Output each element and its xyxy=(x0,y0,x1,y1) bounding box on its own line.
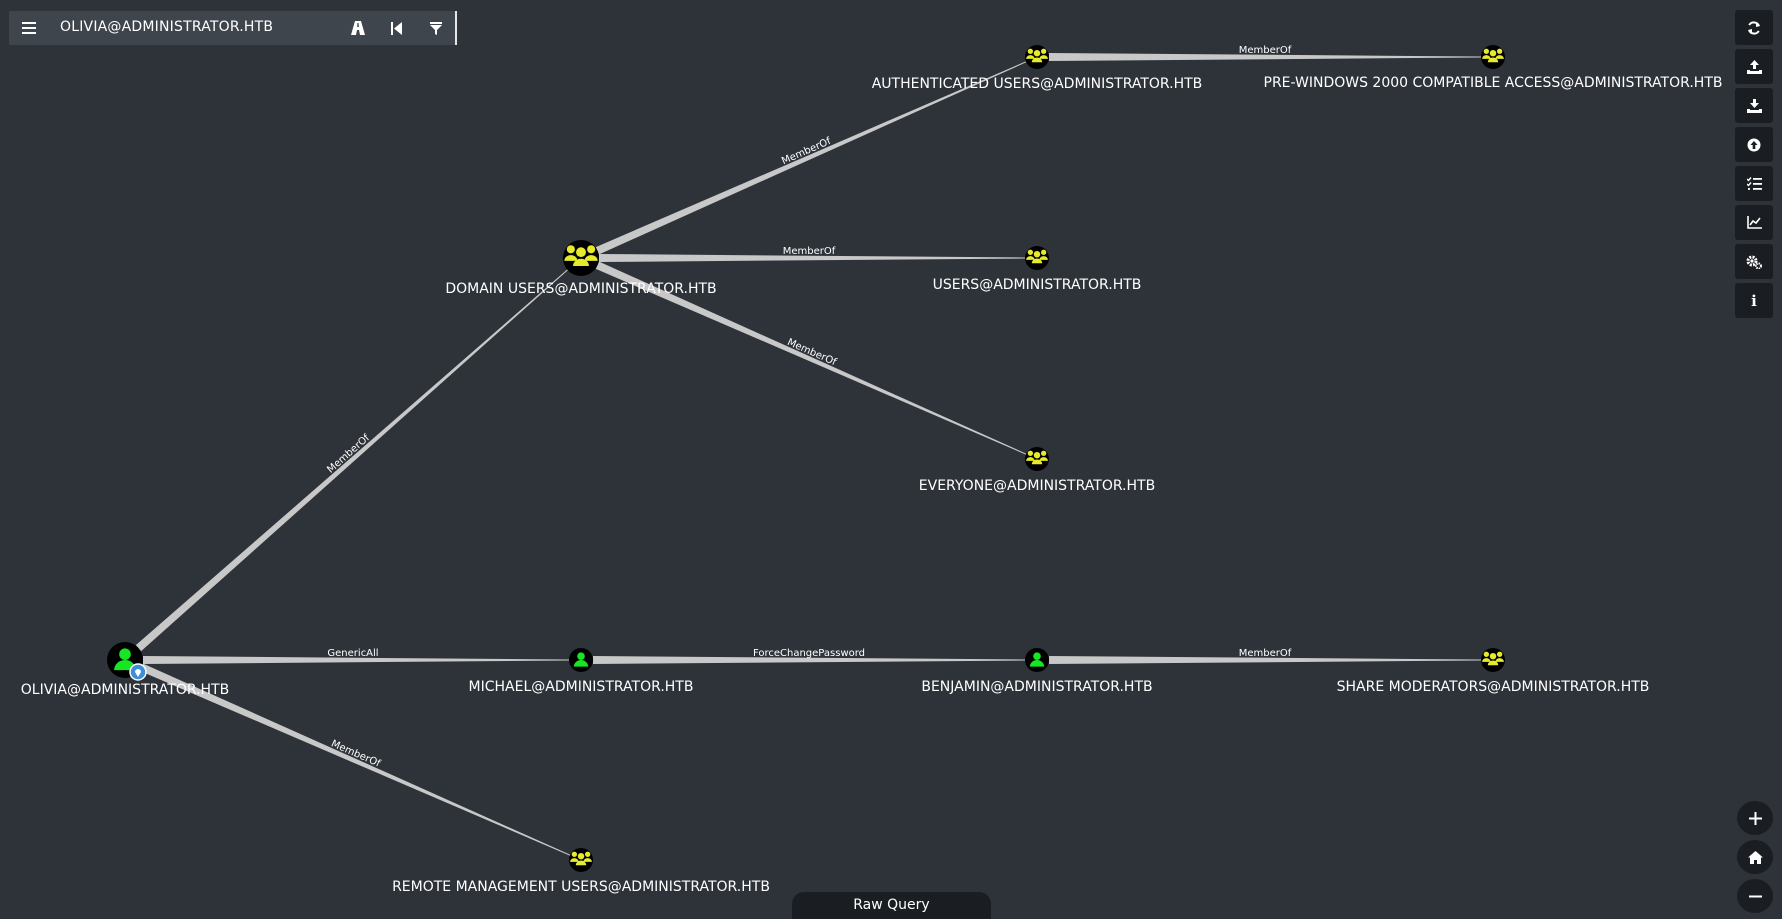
edge-memberof-domain_users-everyone[interactable] xyxy=(595,261,1027,455)
node-label: AUTHENTICATED USERS@ADMINISTRATOR.HTB xyxy=(872,76,1203,92)
node-label: SHARE MODERATORS@ADMINISTRATOR.HTB xyxy=(1337,679,1650,695)
pathfinding-road-icon[interactable] xyxy=(348,18,368,38)
node-benjamin-administrator-htb[interactable]: BENJAMIN@ADMINISTRATOR.HTB xyxy=(921,648,1153,695)
right-toolbar: i xyxy=(1735,10,1773,322)
upload-icon[interactable] xyxy=(1735,127,1773,162)
node-share-moderators-administrator-htb[interactable]: SHARE MODERATORS@ADMINISTRATOR.HTB xyxy=(1337,648,1650,695)
query-list-icon[interactable] xyxy=(1735,166,1773,201)
filter-icon[interactable] xyxy=(426,18,446,38)
edge-label: MemberOf xyxy=(1239,45,1292,56)
raw-query-toggle[interactable]: Raw Query xyxy=(792,892,991,919)
node-pre-windows-2000-compatible-access-administrator-htb[interactable]: PRE-WINDOWS 2000 COMPATIBLE ACCESS@ADMIN… xyxy=(1264,45,1723,91)
refresh-icon[interactable] xyxy=(1735,10,1773,45)
edge-label: MemberOf xyxy=(325,432,372,475)
node-label: PRE-WINDOWS 2000 COMPATIBLE ACCESS@ADMIN… xyxy=(1264,75,1723,91)
node-users-administrator-htb[interactable]: USERS@ADMINISTRATOR.HTB xyxy=(933,246,1142,293)
map-pin-icon xyxy=(135,669,141,677)
edge-memberof-auth_users-pre_win2000[interactable] xyxy=(1049,53,1481,61)
plus-icon[interactable] xyxy=(1737,801,1773,835)
edge-memberof-benjamin-share_mods[interactable] xyxy=(1049,656,1481,664)
node-label: REMOTE MANAGEMENT USERS@ADMINISTRATOR.HT… xyxy=(392,879,770,895)
about-icon[interactable]: i xyxy=(1735,283,1773,318)
edge-memberof-olivia-domain_users[interactable] xyxy=(135,269,568,652)
edge-label: ForceChangePassword xyxy=(753,648,865,659)
edge-label: GenericAll xyxy=(327,648,378,659)
node-authenticated-users-administrator-htb[interactable]: AUTHENTICATED USERS@ADMINISTRATOR.HTB xyxy=(872,45,1203,92)
edge-genericall-olivia-michael[interactable] xyxy=(143,656,569,664)
node-label: EVERYONE@ADMINISTRATOR.HTB xyxy=(919,478,1155,494)
search-bar: OLIVIA@ADMINISTRATOR.HTB xyxy=(9,11,457,45)
node-remote-management-users-administrator-htb[interactable]: REMOTE MANAGEMENT USERS@ADMINISTRATOR.HT… xyxy=(392,848,770,895)
edge-forcechangepassword-michael-benjamin[interactable] xyxy=(593,656,1025,664)
node-domain-users-administrator-htb[interactable]: DOMAIN USERS@ADMINISTRATOR.HTB xyxy=(445,240,717,297)
search-start-node[interactable]: OLIVIA@ADMINISTRATOR.HTB xyxy=(60,19,274,35)
database-info-icon[interactable] xyxy=(1735,205,1773,240)
back-step-icon[interactable] xyxy=(387,18,407,38)
edge-memberof-domain_users-auth_users[interactable] xyxy=(595,61,1027,255)
home-icon[interactable] xyxy=(1737,840,1773,874)
node-olivia-administrator-htb[interactable]: OLIVIA@ADMINISTRATOR.HTB xyxy=(21,642,229,698)
edge-memberof-domain_users-users[interactable] xyxy=(599,254,1025,262)
node-label: USERS@ADMINISTRATOR.HTB xyxy=(933,277,1142,293)
node-label: OLIVIA@ADMINISTRATOR.HTB xyxy=(21,682,229,698)
edge-label: MemberOf xyxy=(783,246,836,257)
edge-memberof-olivia-remote_mgmt[interactable] xyxy=(139,663,571,856)
minus-icon[interactable] xyxy=(1737,879,1773,913)
settings-icon[interactable] xyxy=(1735,244,1773,279)
node-label: MICHAEL@ADMINISTRATOR.HTB xyxy=(469,679,694,695)
about-glyph: i xyxy=(1751,291,1757,310)
edge-label: MemberOf xyxy=(1239,648,1292,659)
zoom-controls xyxy=(1737,801,1773,918)
import-icon[interactable] xyxy=(1735,88,1773,123)
hamburger-menu-icon[interactable] xyxy=(19,18,39,38)
node-michael-administrator-htb[interactable]: MICHAEL@ADMINISTRATOR.HTB xyxy=(469,648,694,695)
node-label: DOMAIN USERS@ADMINISTRATOR.HTB xyxy=(445,281,716,297)
node-label: BENJAMIN@ADMINISTRATOR.HTB xyxy=(921,679,1152,695)
export-icon[interactable] xyxy=(1735,49,1773,84)
node-everyone-administrator-htb[interactable]: EVERYONE@ADMINISTRATOR.HTB xyxy=(919,447,1155,494)
